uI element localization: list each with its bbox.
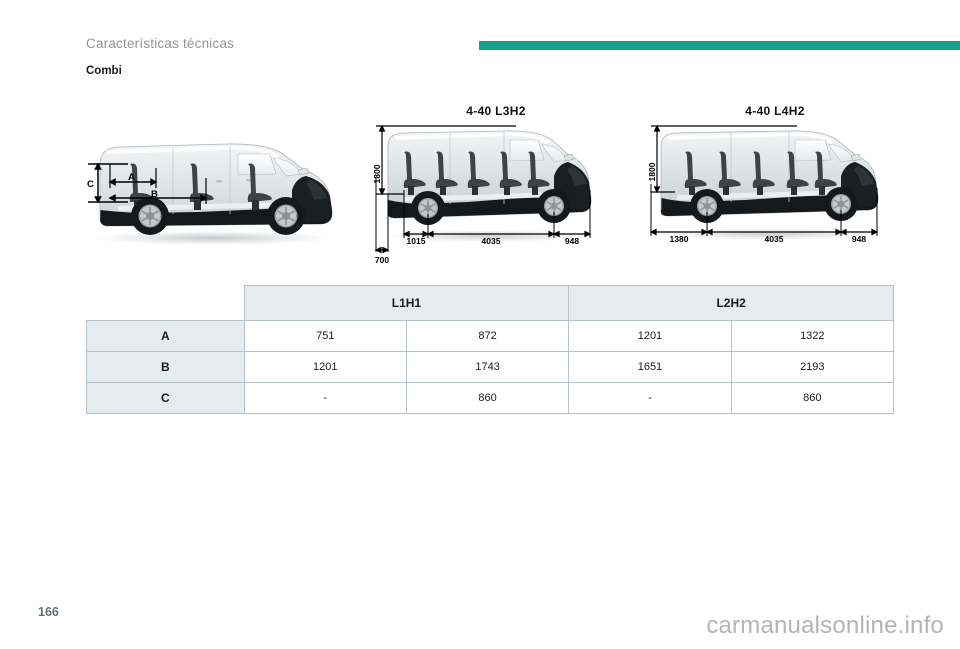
- table-corner-cell: [87, 286, 245, 321]
- cell-c-l2h2-1: -: [568, 382, 732, 414]
- table-header-row: L1H1 L2H2: [87, 285, 894, 321]
- dim-value-wheelbase-l4h2: 4035: [765, 234, 784, 244]
- cell-a-l1h1-1: 751: [243, 320, 407, 352]
- dim-label-B: B: [151, 189, 158, 200]
- cell-c-l2h2-2: 860: [730, 382, 895, 414]
- table-group-header-l1h1: L1H1: [243, 285, 570, 321]
- chapter-title: Características técnicas: [86, 36, 235, 51]
- table-row: C - 860 - 860: [86, 382, 895, 414]
- row-label-a: A: [86, 320, 245, 352]
- table-row: B 1201 1743 1651 2193: [86, 351, 895, 383]
- dim-value-rear-l3h2: 948: [565, 236, 579, 246]
- row-label-b: B: [86, 351, 245, 383]
- cell-b-l1h1-1: 1201: [243, 351, 407, 383]
- table-row: A 751 872 1201 1322: [86, 320, 895, 352]
- diagram-van-l3h2: 4-40 L3H2: [368, 104, 600, 265]
- cell-a-l1h1-2: 872: [405, 320, 570, 352]
- site-watermark: carmanualsonline.info: [706, 612, 944, 639]
- header-accent-rule: [479, 41, 960, 50]
- cell-c-l1h1-1: -: [243, 382, 407, 414]
- cell-a-l2h2-1: 1201: [568, 320, 732, 352]
- dim-value-offset-l3h2: 700: [375, 255, 389, 265]
- diagram-van-l4h2: 4-40 L4H2: [645, 104, 890, 254]
- cell-b-l1h1-2: 1743: [405, 351, 570, 383]
- dim-label-A: A: [128, 172, 135, 183]
- dimensions-table: L1H1 L2H2 A 751 872 1201 1322 B 1201 174…: [86, 285, 895, 414]
- diagram-van-left: C A B: [78, 118, 348, 253]
- table-group-header-l2h2: L2H2: [568, 285, 894, 321]
- page-number: 166: [38, 605, 59, 619]
- dim-label-C: C: [87, 179, 94, 190]
- row-label-c: C: [86, 382, 245, 414]
- dim-value-height-l4h2: 1800: [647, 162, 657, 181]
- dim-value-front-l4h2: 1380: [670, 234, 689, 244]
- van-l3h2-caption: 4-40 L3H2: [466, 104, 526, 118]
- cell-b-l2h2-2: 2193: [730, 351, 895, 383]
- van-l4h2-caption: 4-40 L4H2: [745, 104, 805, 118]
- van-l4h2-illustration: 1800 1380 4035 948: [647, 124, 879, 244]
- van-left-illustration: C A B: [87, 143, 333, 245]
- cell-b-l2h2-1: 1651: [568, 351, 732, 383]
- dim-value-wheelbase-l3h2: 4035: [482, 236, 501, 246]
- cell-a-l2h2-2: 1322: [730, 320, 895, 352]
- dim-value-front-l3h2: 1015: [407, 236, 426, 246]
- dim-value-height-l3h2: 1800: [372, 164, 382, 183]
- section-title: Combi: [86, 65, 122, 77]
- dim-value-rear-l4h2: 948: [852, 234, 866, 244]
- van-l3h2-illustration: 1800 1015 4035 948 700: [372, 124, 592, 265]
- cell-c-l1h1-2: 860: [405, 382, 570, 414]
